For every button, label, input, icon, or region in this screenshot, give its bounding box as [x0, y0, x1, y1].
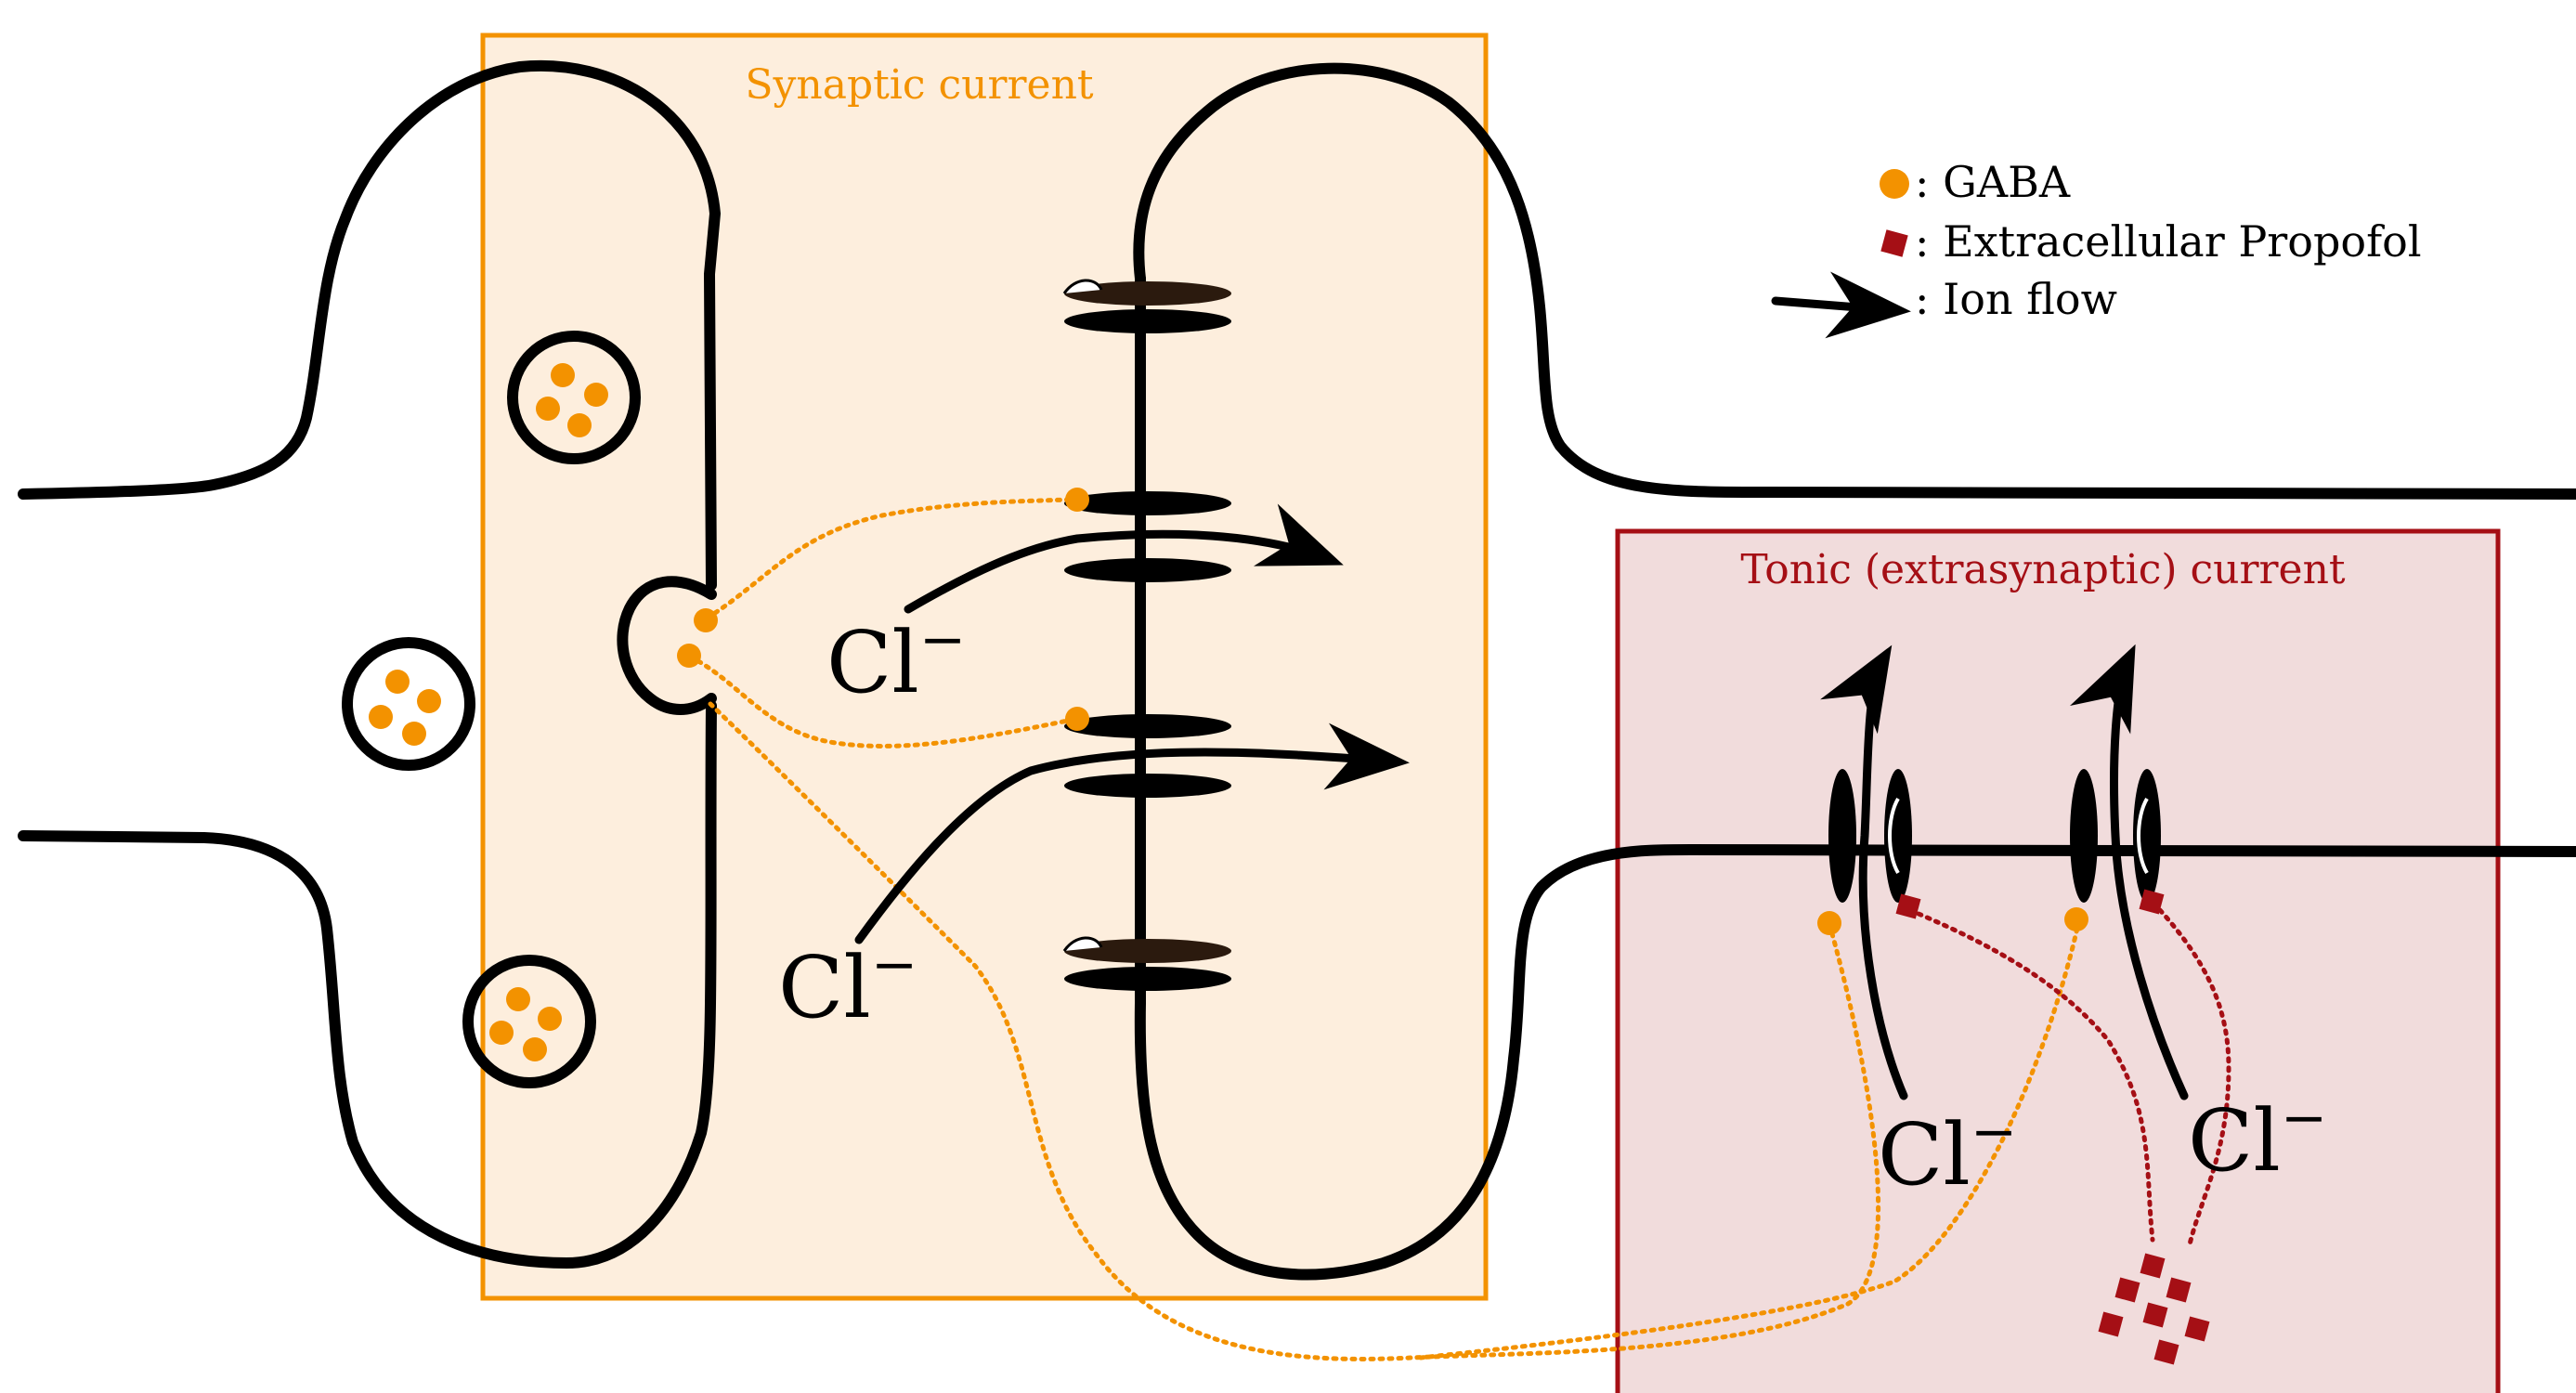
gaba-molecule [1817, 911, 1841, 935]
synaptic-receptor-3 [1064, 714, 1231, 798]
synaptic-receptor-2 [1064, 491, 1231, 582]
synaptic-current-label: Synaptic current [745, 61, 1094, 109]
synaptic-current-box [480, 33, 1489, 1301]
ion-flow-arrow [1820, 644, 1908, 1100]
propofol-path [1916, 911, 2155, 1243]
legend-gaba-label: : GABA [1915, 157, 2071, 207]
ion-flow-arrow-icon [1771, 271, 1911, 339]
vesicle-2 [342, 637, 475, 771]
legend-propofol-label: : Extracellular Propofol [1915, 216, 2422, 267]
postsynaptic-membrane [1134, 844, 2576, 1281]
propofol-molecule [1895, 893, 1921, 919]
gaba-molecule [694, 608, 718, 632]
tonic-current-label: Tonic (extrasynaptic) current [1740, 546, 2346, 593]
vesicle-3 [462, 955, 596, 1088]
gaba-path [1418, 921, 2081, 1360]
presynaptic-membrane-upper [18, 59, 721, 591]
ion-flow-arrow [904, 503, 1344, 614]
gaba-path [696, 658, 1071, 749]
gaba-molecule-icon [1880, 169, 1909, 199]
legend: : GABA : Extracellular Propofol : Ion fl… [1771, 157, 2422, 339]
synaptic-receptor-4 [1062, 936, 1231, 991]
propofol-molecule [2139, 889, 2165, 915]
propofol-molecule-icon [1880, 229, 1908, 257]
legend-ion-flow-label: : Ion flow [1915, 274, 2117, 324]
chloride-label: Cl− [2188, 1086, 2327, 1191]
postsynaptic-membrane-upper [1133, 62, 2576, 500]
ion-flow-arrow [854, 723, 1410, 944]
release-pocket [617, 576, 717, 715]
presynaptic-membrane-lower [18, 700, 717, 1269]
chloride-label: Cl− [826, 607, 966, 712]
propofol-cluster [2098, 1253, 2210, 1365]
vesicle-1 [507, 331, 641, 464]
synaptic-receptor-1 [1062, 279, 1231, 333]
tonic-current-box [1615, 528, 2501, 1393]
extrasynaptic-receptor-1 [1828, 769, 1912, 903]
gaba-path [708, 701, 1880, 1361]
propofol-path [2157, 907, 2231, 1247]
gaba-molecule [1065, 707, 1089, 731]
gaba-molecule [2064, 907, 2088, 931]
gaba-path [712, 497, 1071, 616]
gaba-molecule [677, 644, 701, 668]
chloride-label: Cl− [1878, 1100, 2017, 1204]
gaba-molecule [1065, 488, 1089, 512]
ion-flow-arrow [2069, 644, 2189, 1100]
chloride-label: Cl− [778, 932, 917, 1037]
extrasynaptic-receptor-2 [2070, 769, 2161, 903]
